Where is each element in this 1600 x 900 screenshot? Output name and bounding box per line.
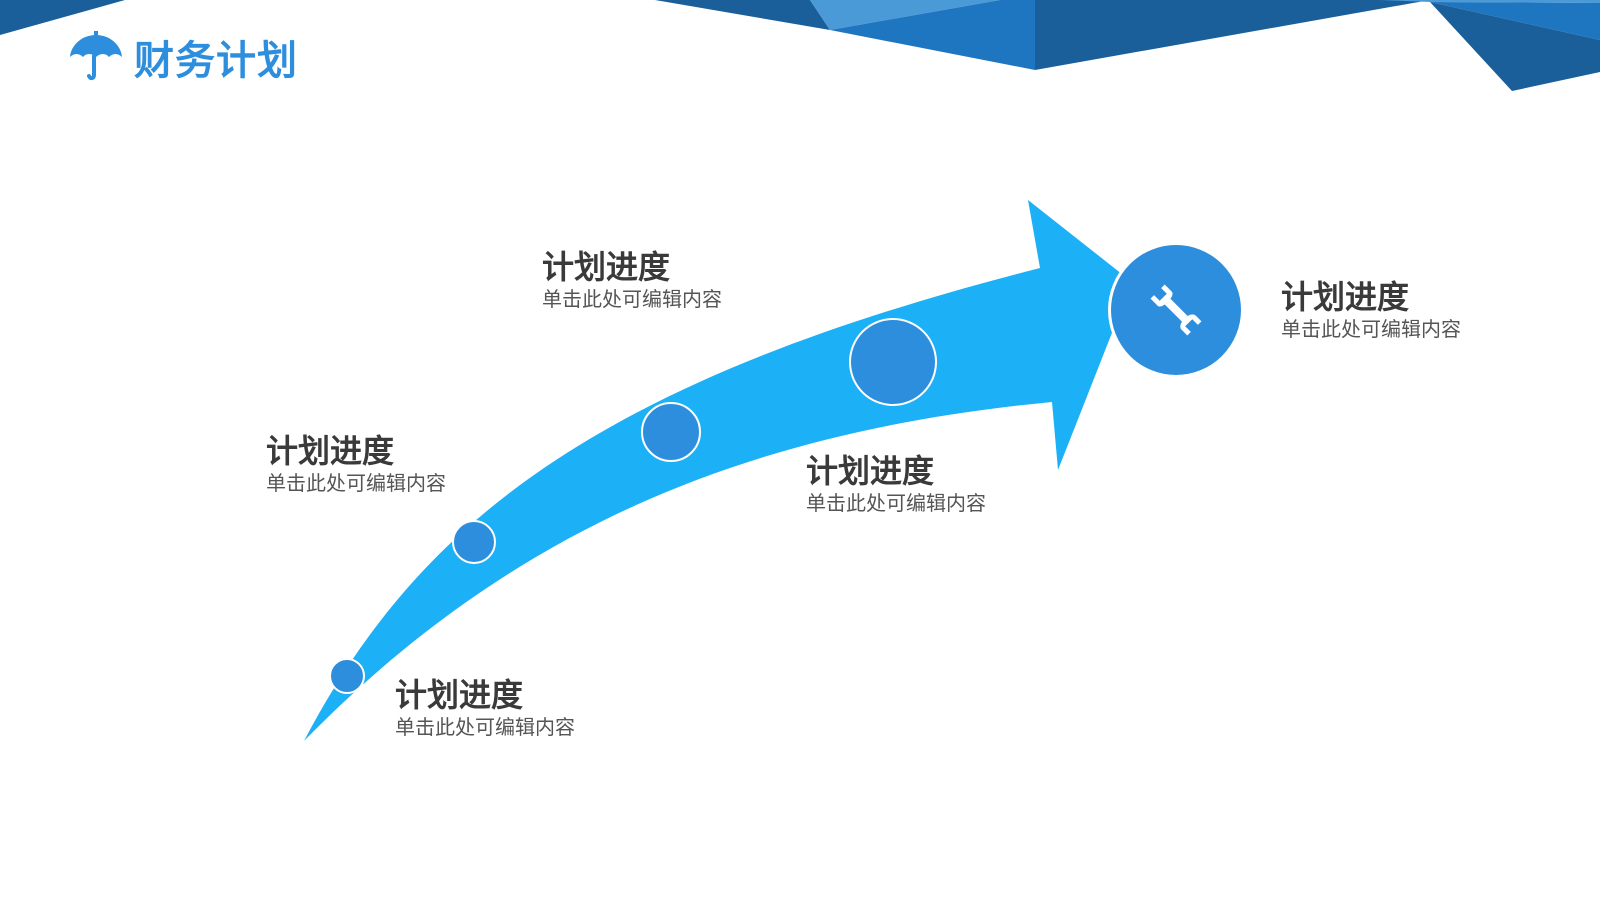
milestone-dot-3[interactable] bbox=[641, 402, 701, 462]
step-desc[interactable]: 单击此处可编辑内容 bbox=[806, 491, 986, 515]
step-title: 计划进度 bbox=[395, 676, 524, 714]
step-4[interactable]: 计划进度 单击此处可编辑内容 bbox=[806, 452, 986, 516]
top-polygon-mid bbox=[830, 0, 1035, 70]
step-title: 计划进度 bbox=[806, 452, 935, 490]
step-desc[interactable]: 单击此处可编辑内容 bbox=[1281, 317, 1461, 341]
step-2[interactable]: 计划进度 单击此处可编辑内容 bbox=[266, 432, 446, 496]
step-desc[interactable]: 单击此处可编辑内容 bbox=[395, 715, 575, 739]
step-title: 计划进度 bbox=[266, 432, 395, 470]
top-polygon-dark-center bbox=[1035, 0, 1430, 70]
step-desc[interactable]: 单击此处可编辑内容 bbox=[266, 471, 446, 495]
wrench-icon bbox=[1150, 284, 1202, 336]
milestone-dot-1[interactable] bbox=[329, 658, 365, 694]
top-polygon-thin bbox=[1380, 0, 1600, 3]
top-polygon-light bbox=[810, 0, 1000, 30]
step-title: 计划进度 bbox=[542, 248, 671, 286]
step-5[interactable]: 计划进度 单击此处可编辑内容 bbox=[1281, 278, 1461, 342]
page-title: 财务计划 bbox=[134, 38, 298, 84]
goal-circle[interactable] bbox=[1108, 242, 1244, 378]
milestone-dot-4[interactable] bbox=[849, 318, 937, 406]
step-title: 计划进度 bbox=[1281, 278, 1410, 316]
step-desc[interactable]: 单击此处可编辑内容 bbox=[542, 287, 722, 311]
top-right-polygon-dark bbox=[1430, 2, 1600, 91]
page-header: 财务计划 bbox=[68, 28, 298, 86]
milestone-dot-2[interactable] bbox=[452, 520, 496, 564]
umbrella-icon bbox=[70, 31, 122, 81]
top-left-polygon bbox=[0, 0, 125, 35]
step-1[interactable]: 计划进度 单击此处可编辑内容 bbox=[395, 676, 575, 740]
top-polygon-dark-left bbox=[655, 0, 830, 30]
step-3[interactable]: 计划进度 单击此处可编辑内容 bbox=[542, 248, 722, 312]
